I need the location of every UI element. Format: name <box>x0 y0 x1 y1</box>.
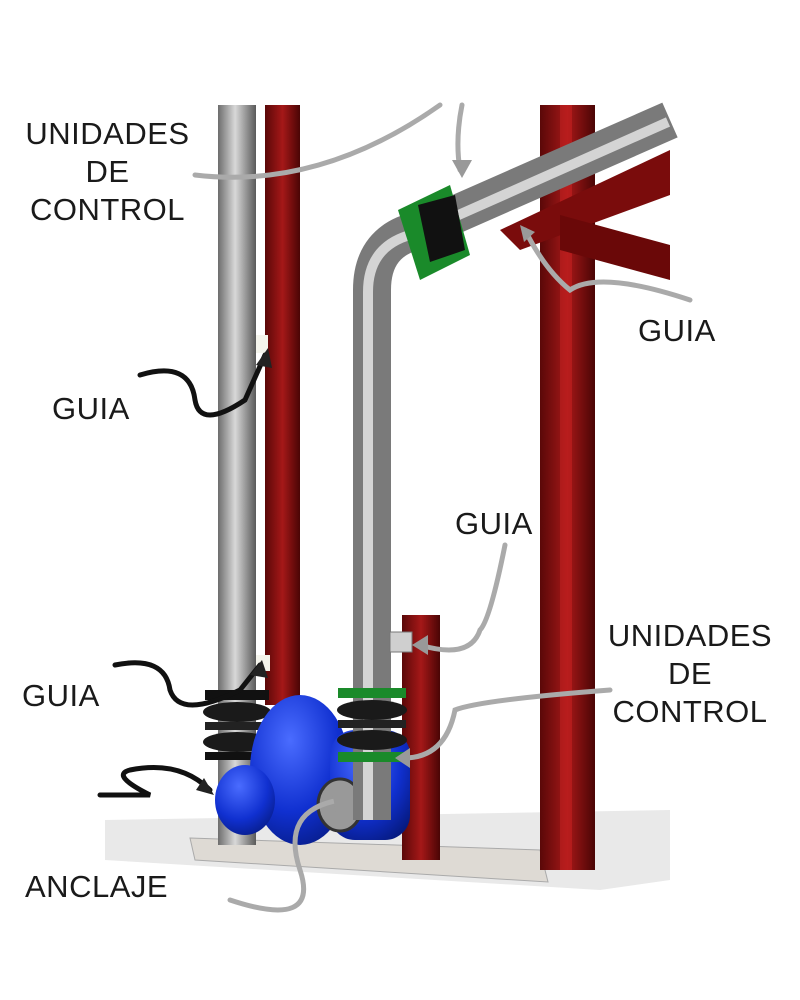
label-guide-center: GUIA <box>455 506 533 541</box>
label-guide-left-mid: GUIA <box>52 391 130 426</box>
label-control-units-top: UNIDADES DE CONTROL <box>20 115 195 229</box>
callout-control-right <box>397 687 613 761</box>
callout-guide-top-right <box>522 227 693 303</box>
label-guide-left-bottom: GUIA <box>22 678 100 713</box>
flex-joint-top <box>398 185 470 280</box>
label-line: DE <box>85 154 130 189</box>
arrowheads <box>196 160 535 812</box>
guide-left-mid <box>256 335 268 353</box>
callout-guide-left-bottom <box>112 660 263 708</box>
guide-center <box>389 631 413 653</box>
label-line: CONTROL <box>612 694 768 729</box>
label-anchor: ANCLAJE <box>25 869 169 904</box>
callout-guide-center <box>417 542 508 653</box>
label-control-units-right: UNIDADES DE CONTROL <box>600 617 780 731</box>
callout-control-top <box>192 102 443 180</box>
label-line: DE <box>667 656 713 691</box>
label-line: UNIDADES <box>25 116 190 151</box>
steel-beam-right <box>500 150 670 250</box>
flex-joint-right <box>337 688 407 762</box>
label-guide-top-right: GUIA <box>638 313 716 348</box>
steel-column-left <box>265 105 300 705</box>
label-line: CONTROL <box>29 192 186 227</box>
callout-anchor-arrow <box>97 765 213 798</box>
callout-anchor <box>227 797 343 913</box>
label-line: UNIDADES <box>607 618 773 653</box>
callout-guide-left-mid <box>137 352 268 418</box>
